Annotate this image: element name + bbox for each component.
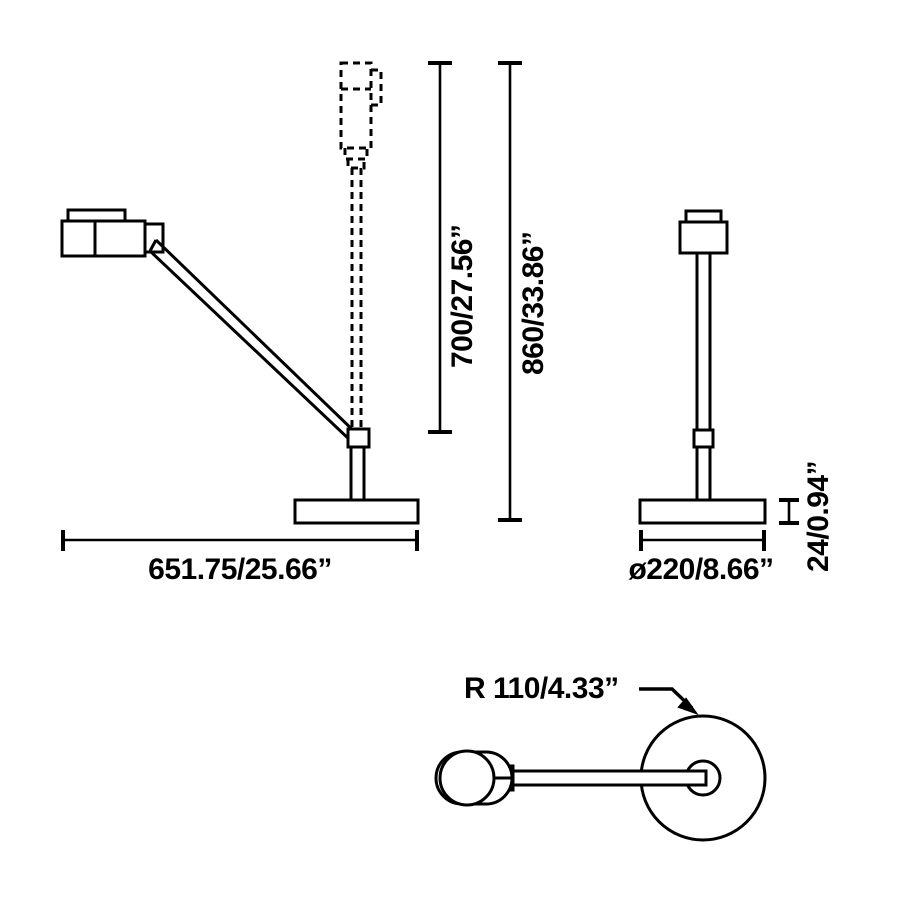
lamp-head-cap-front	[684, 209, 723, 224]
dimension-700-height: 700/27.56”	[428, 61, 479, 434]
dimension-860-label: 860/33.86”	[517, 232, 550, 375]
radius-leader-arrow	[639, 687, 699, 715]
dimension-diameter-220: ø220/8.66”	[628, 530, 774, 586]
dimension-860-height: 860/33.86”	[498, 61, 550, 522]
stem-front	[695, 253, 712, 501]
dimension-thickness-24: 24/0.94”	[779, 461, 835, 572]
dimension-651-label: 651.75/25.66”	[148, 553, 332, 586]
lamp-head-side	[60, 208, 165, 258]
lamp-arm-side	[148, 238, 360, 443]
mid-joint-front	[692, 428, 715, 449]
lamp-head-front	[678, 220, 729, 255]
side-elevation-view	[60, 61, 420, 525]
arm-plan	[510, 769, 708, 787]
dashed-upright-head-ghost	[339, 61, 383, 432]
base-plate-front	[638, 498, 767, 525]
dimension-radius-110-label: R 110/4.33”	[464, 672, 619, 705]
base-plate-side	[293, 498, 420, 525]
front-elevation-view	[638, 209, 767, 525]
dimension-thickness-24-label: 24/0.94”	[802, 461, 835, 572]
plan-view: R 110/4.33”	[434, 672, 767, 842]
stem-side	[349, 447, 366, 501]
leader-arrowhead-icon	[677, 697, 699, 715]
base-joint-side	[346, 427, 371, 449]
lamp-lens-plan	[438, 749, 496, 807]
dimension-651-width: 651.75/25.66”	[61, 530, 419, 586]
dimension-700-label: 700/27.56”	[446, 225, 479, 368]
dimension-diameter-220-label: ø220/8.66”	[628, 553, 773, 586]
